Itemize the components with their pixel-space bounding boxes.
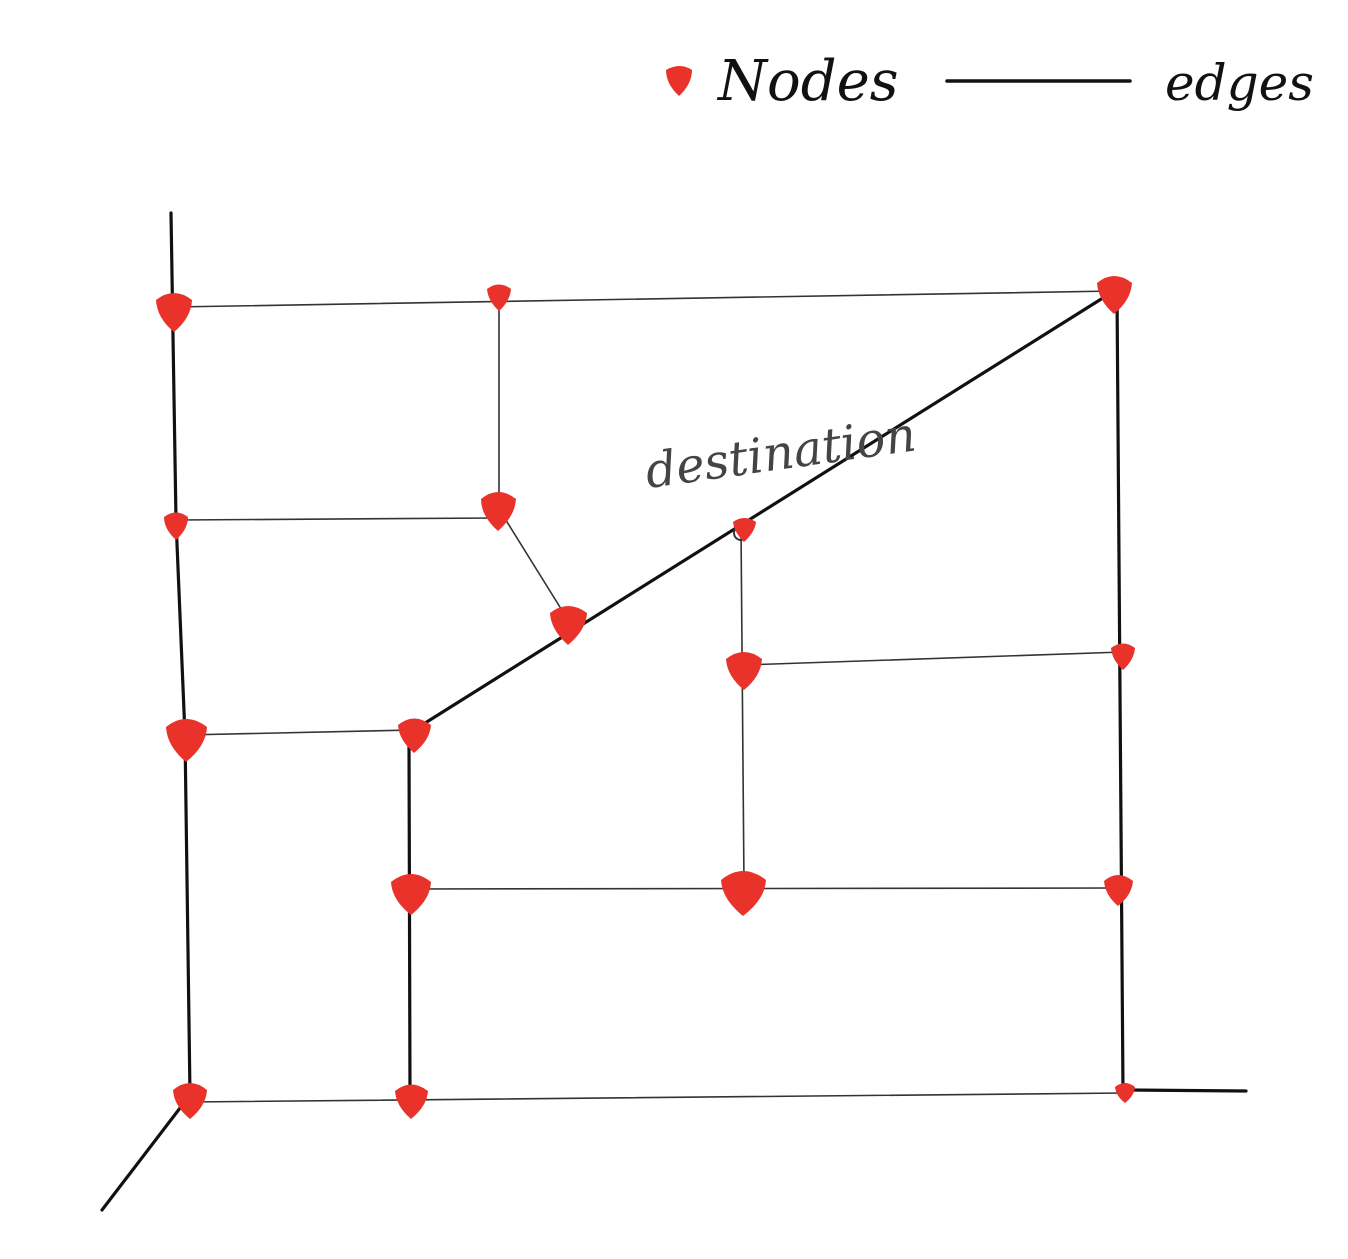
node[interactable] [395, 1084, 428, 1120]
edge-short-diagonal [498, 508, 569, 621]
legend: Nodes edges [666, 49, 1314, 114]
legend-edges-label: edges [1165, 54, 1314, 112]
edge-destination-vertical [740, 527, 745, 886]
edge-row2-horizontal [175, 517, 498, 521]
edge-bottom-right-tail [1123, 1088, 1248, 1093]
edge-inner-left-vertical [407, 738, 412, 1097]
legend-nodes-label: Nodes [716, 49, 898, 114]
node[interactable] [733, 518, 756, 542]
edge-bottom-left-tail [100, 1093, 192, 1212]
node[interactable] [164, 512, 188, 541]
node[interactable] [1115, 1083, 1135, 1103]
node[interactable] [481, 492, 516, 531]
nodes-layer [156, 276, 1135, 1119]
edge-right-vertical [1115, 291, 1125, 1094]
edge-bottom-horizontal [189, 1092, 1126, 1103]
node[interactable] [398, 718, 431, 754]
node[interactable] [173, 1083, 207, 1119]
node[interactable] [1111, 643, 1135, 671]
node[interactable] [166, 719, 207, 762]
node[interactable] [391, 874, 431, 915]
node[interactable] [156, 293, 192, 332]
node[interactable] [487, 284, 511, 312]
node[interactable] [721, 871, 766, 916]
legend-node-icon [666, 66, 692, 96]
destination-annotation: destination [642, 407, 920, 541]
destination-label: destination [642, 407, 920, 500]
edge-left-vertical [169, 211, 192, 1097]
edge-mid-right-horizontal [743, 651, 1124, 666]
node[interactable] [1104, 875, 1133, 906]
edge-main-diagonal [412, 289, 1116, 732]
edges-layer [100, 211, 1248, 1212]
edge-top-horizontal [173, 290, 1115, 308]
node[interactable] [550, 606, 587, 645]
edge-row3-horizontal [184, 729, 415, 736]
node[interactable] [726, 652, 762, 690]
node[interactable] [1097, 276, 1132, 314]
